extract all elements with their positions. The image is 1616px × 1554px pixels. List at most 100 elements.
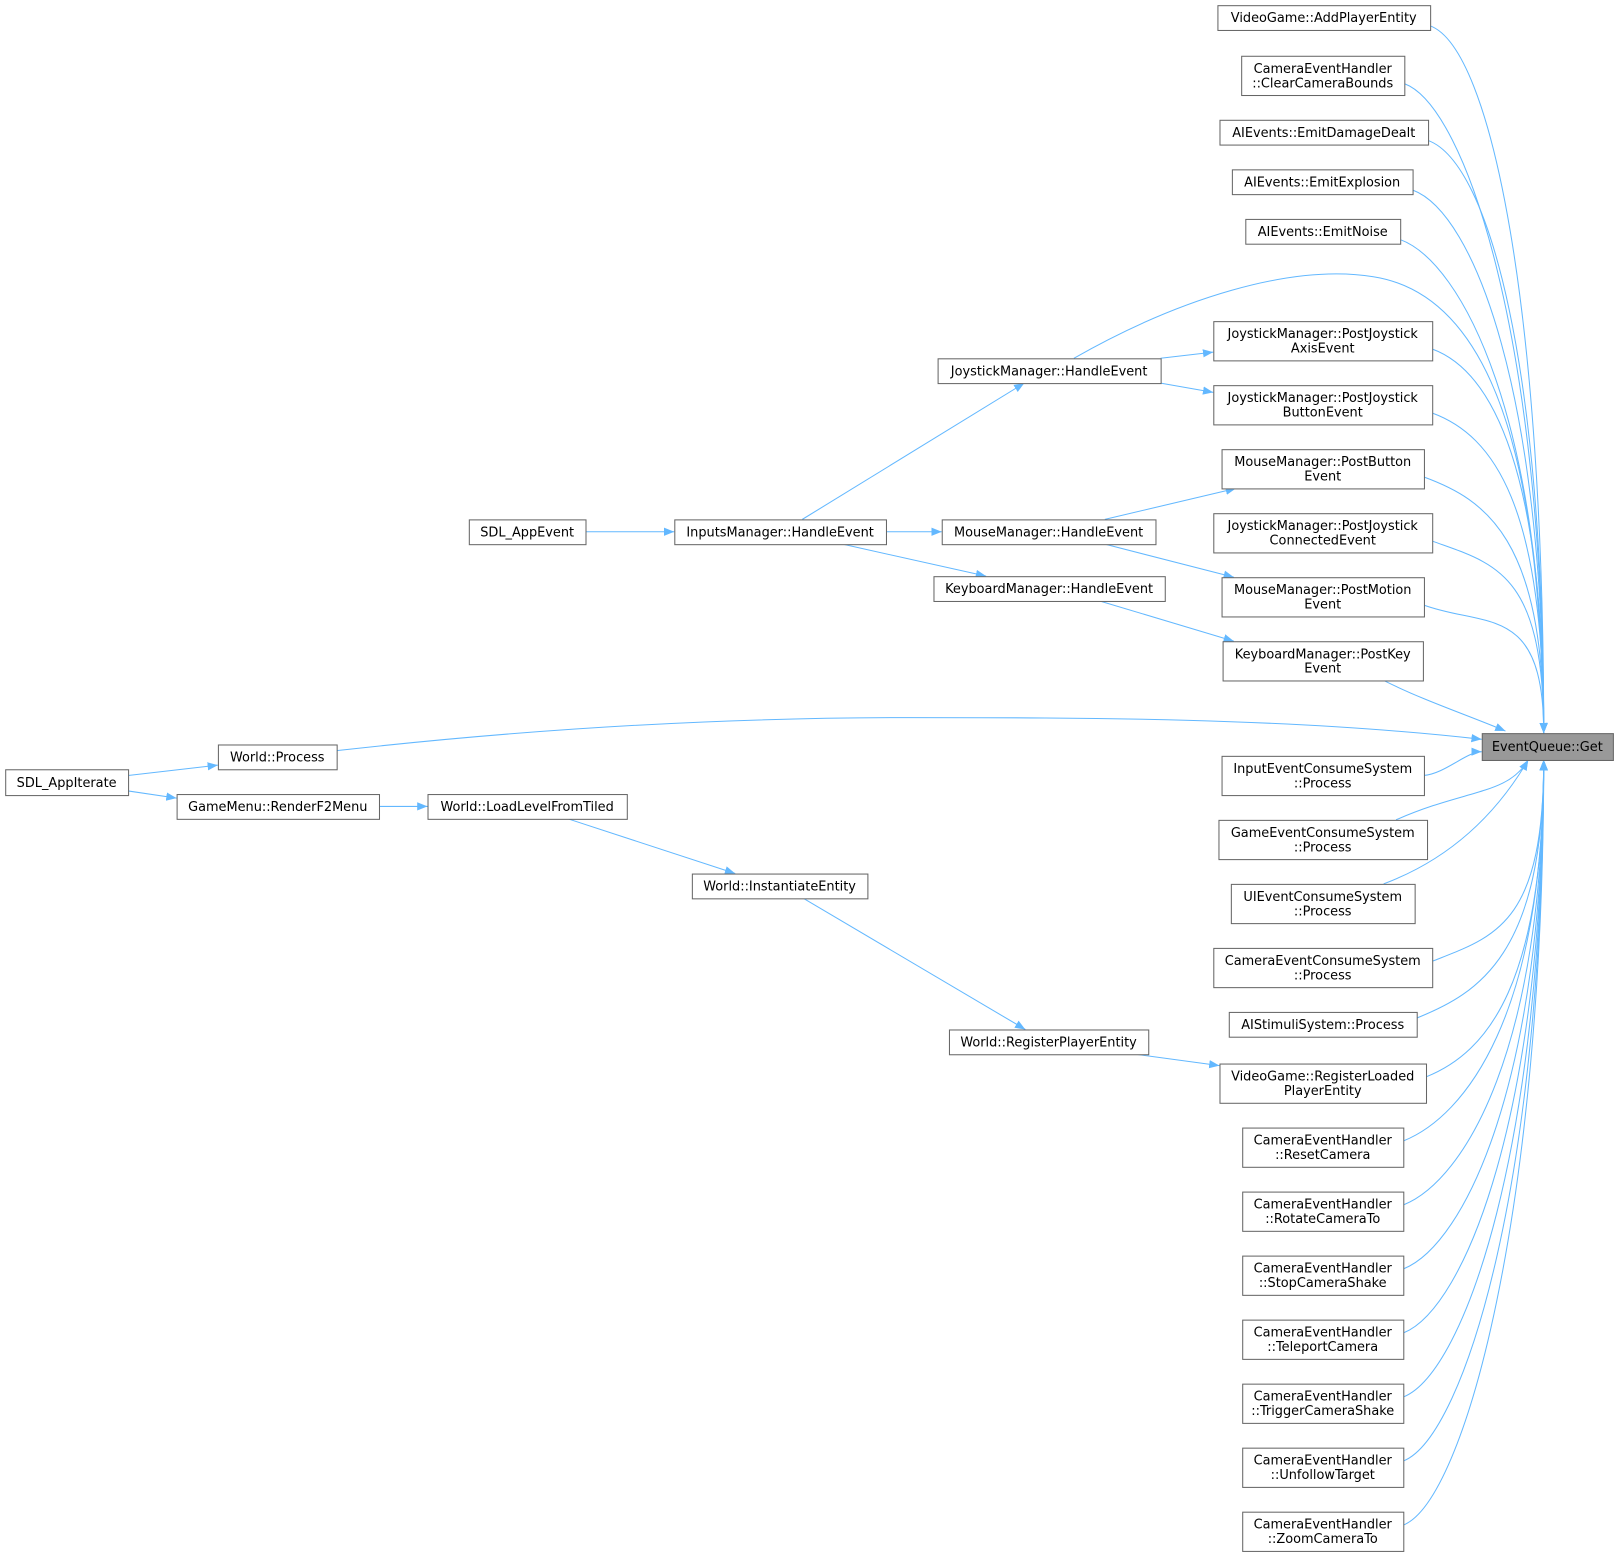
node-emitExplosion[interactable]: AIEvents::EmitExplosion	[1231, 169, 1414, 196]
node-renderF2[interactable]: GameMenu::RenderF2Menu	[176, 794, 381, 820]
edge-inputConsume-to-get	[1423, 747, 1482, 776]
node-unfollow[interactable]: CameraEventHandler::UnfollowTarget	[1242, 1447, 1405, 1488]
node-sdlAppIterate[interactable]: SDL_AppIterate	[5, 769, 130, 797]
node-instantiate[interactable]: World::InstantiateEntity	[691, 873, 869, 900]
node-label: ConnectedEvent	[1270, 534, 1376, 549]
node-box	[1218, 819, 1429, 861]
edge-emitExplosion-to-get	[1412, 189, 1548, 734]
node-box	[1221, 449, 1425, 490]
node-registerPlayer[interactable]: World::RegisterPlayerEntity	[948, 1029, 1150, 1056]
node-emitDamage[interactable]: AIEvents::EmitDamageDealt	[1219, 119, 1430, 146]
edge-teleport-to-get	[1403, 759, 1548, 1334]
node-joyHandle[interactable]: JoystickManager::HandleEvent	[937, 358, 1162, 385]
node-label: ::ZoomCameraTo	[1268, 1532, 1378, 1547]
node-label: EventQueue::Get	[1492, 740, 1603, 755]
node-emitNoise[interactable]: AIEvents::EmitNoise	[1245, 218, 1402, 245]
node-clearBounds[interactable]: CameraEventHandler::ClearCameraBounds	[1241, 55, 1406, 97]
node-label: UIEventConsumeSystem	[1243, 890, 1402, 905]
node-addPlayer[interactable]: VideoGame::AddPlayerEntity	[1217, 5, 1432, 31]
edge-unfollow-to-get	[1403, 759, 1548, 1462]
node-label: World::LoadLevelFromTiled	[441, 800, 614, 815]
node-label: CameraEventHandler	[1254, 1518, 1393, 1533]
node-get[interactable]: EventQueue::Get	[1481, 733, 1614, 761]
node-box	[1222, 641, 1424, 682]
edge-triggerShake-to-get	[1403, 759, 1548, 1398]
edge-postKey-to-get	[1383, 679, 1506, 732]
node-box	[427, 794, 628, 820]
node-loadLevel[interactable]: World::LoadLevelFromTiled	[427, 794, 628, 820]
node-rotateCamera[interactable]: CameraEventHandler::RotateCameraTo	[1242, 1191, 1405, 1232]
node-aiStimuli[interactable]: AIStimuliSystem::Process	[1228, 1011, 1418, 1038]
node-label: ::TriggerCameraShake	[1251, 1404, 1394, 1419]
node-label: JoystickManager::HandleEvent	[950, 364, 1148, 379]
node-stopShake[interactable]: CameraEventHandler::StopCameraShake	[1242, 1255, 1405, 1296]
node-box	[5, 769, 130, 797]
node-label: SDL_AppIterate	[17, 776, 117, 791]
edge-postJoyButton-to-get	[1432, 412, 1548, 734]
edge-cameraConsume-to-get	[1431, 759, 1548, 962]
node-zoomCamera[interactable]: CameraEventHandler::ZoomCameraTo	[1242, 1511, 1405, 1552]
node-label: MouseManager::PostButton	[1234, 455, 1411, 470]
node-box	[1231, 169, 1414, 196]
node-label: AxisEvent	[1291, 342, 1355, 357]
node-box	[1242, 1191, 1405, 1232]
node-label: MouseManager::HandleEvent	[954, 525, 1143, 540]
node-sdlAppEvent[interactable]: SDL_AppEvent	[468, 519, 587, 546]
node-inputsHandle[interactable]: InputsManager::HandleEvent	[674, 519, 887, 546]
edge-stopShake-to-get	[1403, 759, 1548, 1270]
node-label: ::Process	[1294, 776, 1352, 791]
node-box	[1213, 947, 1434, 989]
edge-worldProcess-to-get	[336, 717, 1482, 752]
edge-addPlayer-to-get	[1429, 25, 1548, 734]
node-cameraConsume[interactable]: CameraEventConsumeSystem::Process	[1213, 947, 1434, 989]
node-label: CameraEventHandler	[1254, 1262, 1393, 1277]
edge-postMouseButton-to-get	[1423, 476, 1548, 734]
node-box	[674, 519, 887, 546]
node-box	[176, 794, 381, 820]
node-box	[1242, 1127, 1405, 1168]
node-label: ::Process	[1294, 840, 1352, 855]
node-teleport[interactable]: CameraEventHandler::TeleportCamera	[1242, 1319, 1405, 1360]
node-label: CameraEventConsumeSystem	[1225, 954, 1421, 969]
node-label: SDL_AppEvent	[480, 525, 574, 540]
node-box	[1242, 1511, 1405, 1552]
node-box	[217, 744, 338, 771]
node-label: JoystickManager::PostJoystick	[1227, 391, 1419, 406]
node-box	[1242, 1447, 1405, 1488]
node-label: CameraEventHandler	[1254, 1198, 1393, 1213]
node-label: InputsManager::HandleEvent	[686, 525, 873, 540]
edge-uiConsume-to-get	[1383, 759, 1529, 885]
node-box	[691, 873, 869, 900]
node-label: World::RegisterPlayerEntity	[960, 1035, 1137, 1050]
node-label: CameraEventHandler	[1254, 62, 1393, 77]
node-label: JoystickManager::PostJoystick	[1227, 327, 1419, 342]
node-postJoyConnected[interactable]: JoystickManager::PostJoystickConnectedEv…	[1213, 513, 1434, 554]
node-box	[1213, 321, 1434, 362]
node-label: KeyboardManager::HandleEvent	[945, 582, 1153, 597]
node-keyHandle[interactable]: KeyboardManager::HandleEvent	[933, 576, 1166, 602]
edge-mouseHandle-to-postMotion	[1104, 543, 1235, 579]
edge-registerPlayer-to-registerLoaded	[1135, 1053, 1220, 1069]
node-label: ::RotateCameraTo	[1265, 1212, 1380, 1227]
node-uiConsume[interactable]: UIEventConsumeSystem::Process	[1230, 883, 1416, 925]
node-box	[1217, 5, 1432, 31]
node-label: VideoGame::RegisterLoaded	[1231, 1070, 1414, 1085]
node-box	[933, 576, 1166, 602]
node-box	[1213, 385, 1434, 426]
node-mouseHandle[interactable]: MouseManager::HandleEvent	[941, 519, 1157, 546]
node-resetCamera[interactable]: CameraEventHandler::ResetCamera	[1242, 1127, 1405, 1168]
node-label: ::StopCameraShake	[1259, 1276, 1387, 1291]
node-worldProcess[interactable]: World::Process	[217, 744, 338, 771]
node-inputConsume[interactable]: InputEventConsumeSystem::Process	[1221, 755, 1425, 797]
node-label: AIEvents::EmitNoise	[1258, 225, 1388, 240]
node-label: AIEvents::EmitDamageDealt	[1232, 126, 1415, 141]
node-triggerShake[interactable]: CameraEventHandler::TriggerCameraShake	[1242, 1383, 1405, 1424]
node-box	[937, 358, 1162, 385]
node-gameConsume[interactable]: GameEventConsumeSystem::Process	[1218, 819, 1429, 861]
